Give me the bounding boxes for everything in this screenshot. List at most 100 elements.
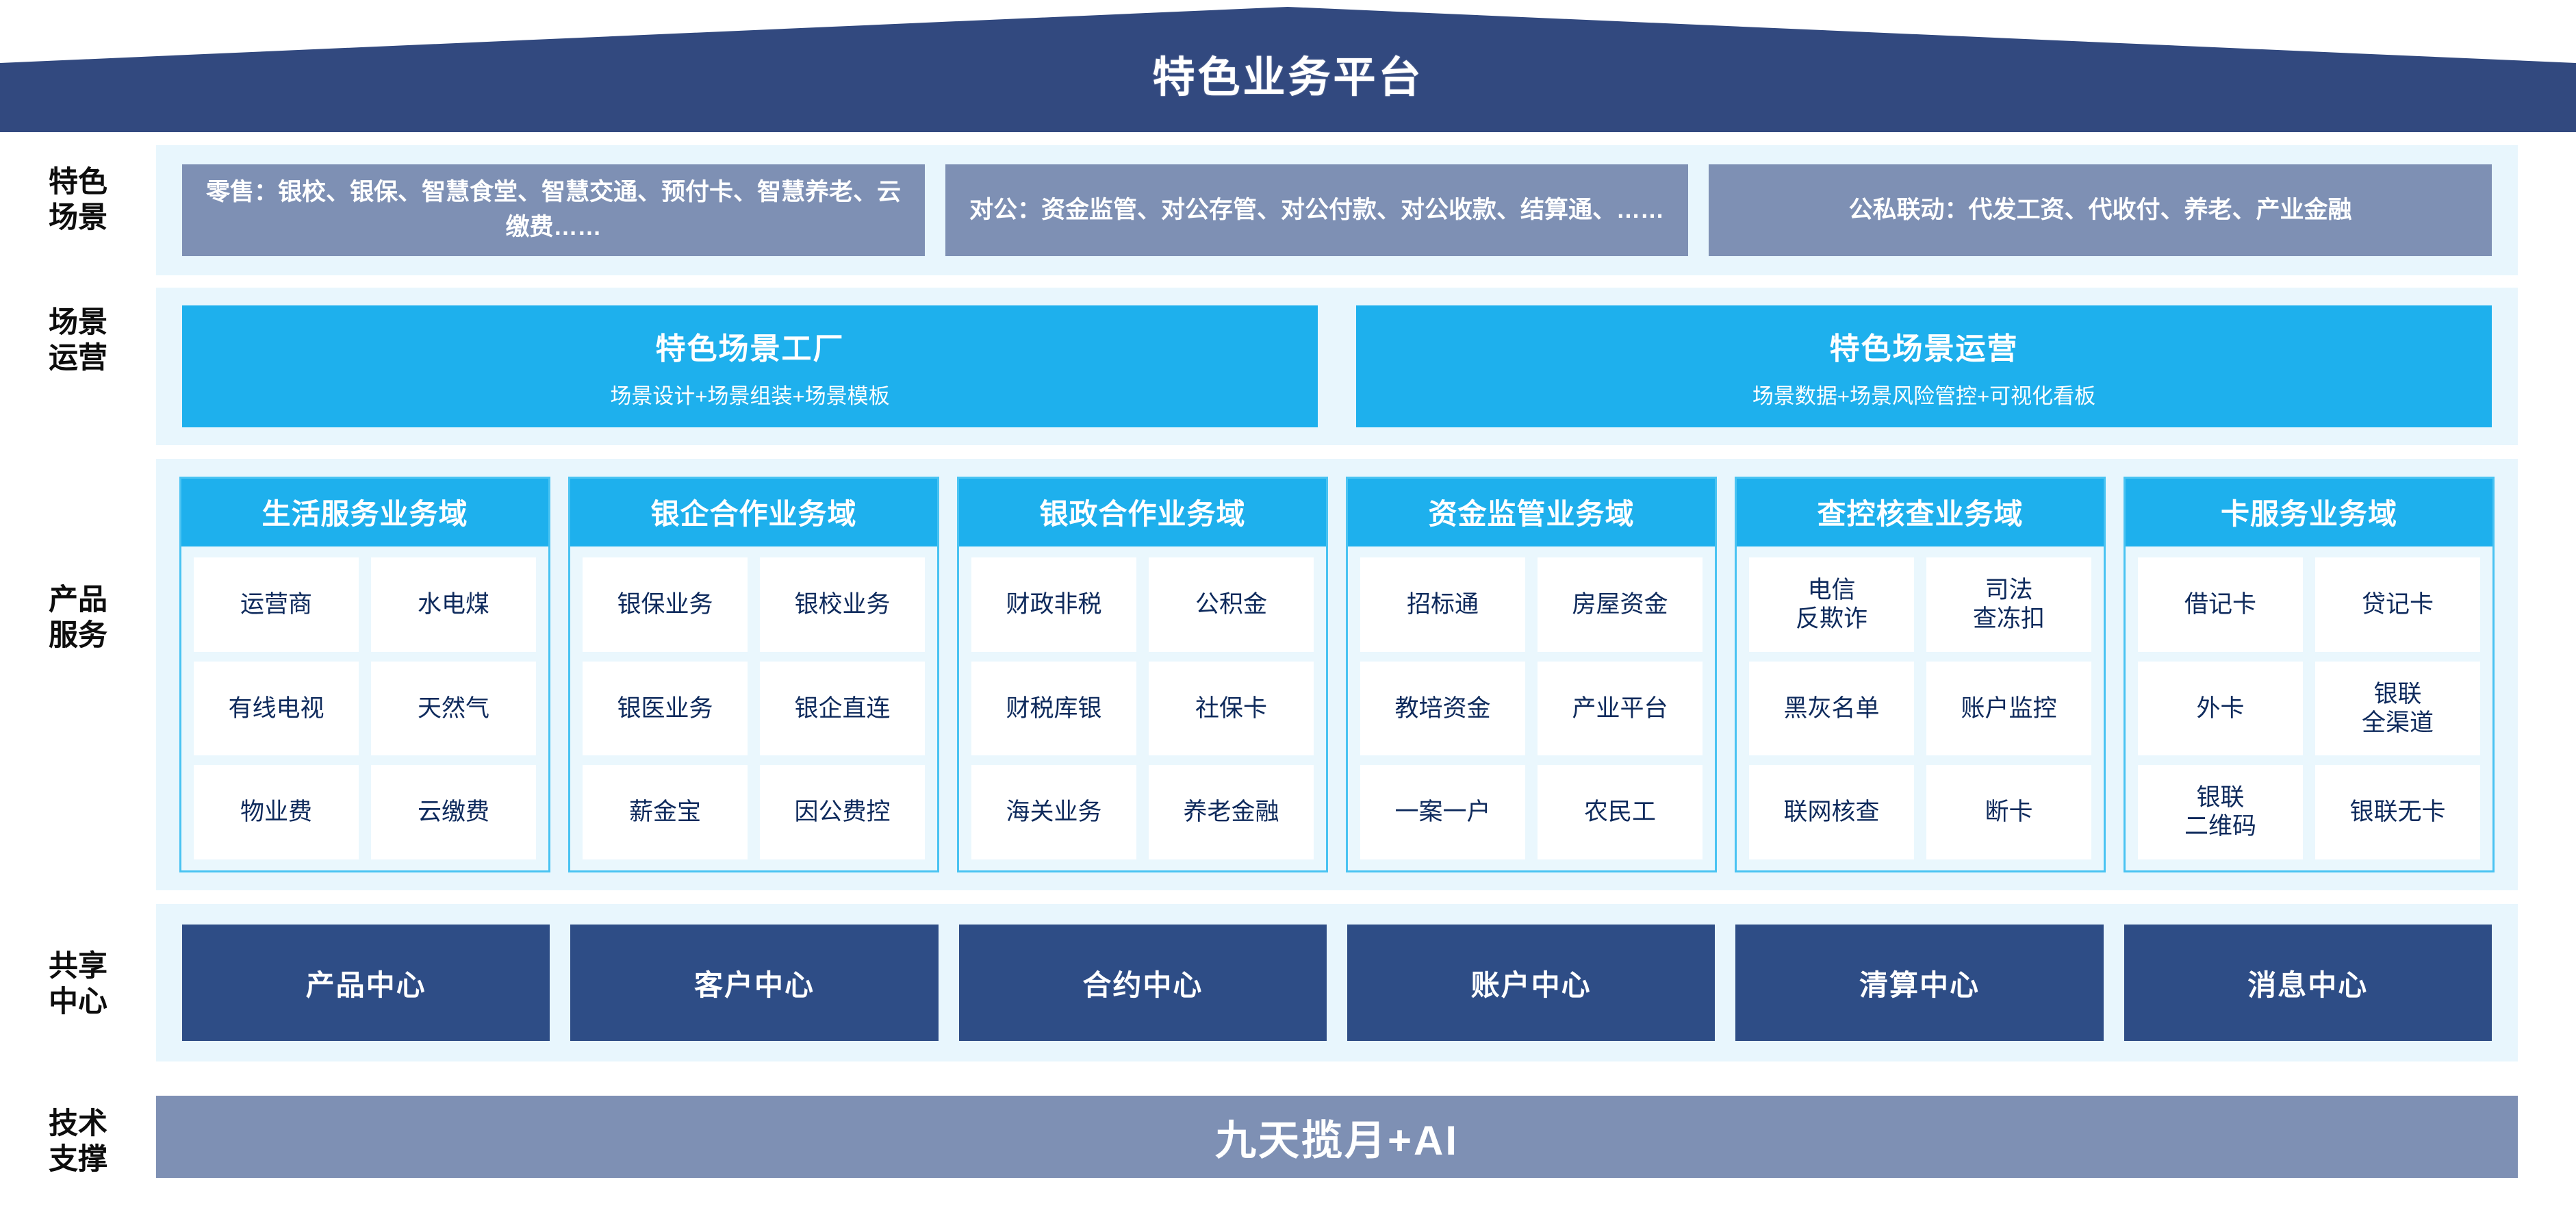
domain-cell-row: 财政非税 公积金	[971, 557, 1314, 652]
domain-cell[interactable]: 财政非税	[971, 557, 1136, 652]
domain-column-card-service[interactable]: 卡服务业务域 借记卡 贷记卡 外卡 银联 全渠道 银联 二维码 银联无卡	[2124, 477, 2495, 872]
domain-cell-row: 借记卡 贷记卡	[2138, 557, 2480, 652]
shared-center-contract[interactable]: 合约中心	[958, 925, 1327, 1041]
shared-center-customer[interactable]: 客户中心	[570, 925, 939, 1041]
domain-cell[interactable]: 天然气	[371, 661, 536, 756]
domain-cell[interactable]: 因公费控	[760, 765, 925, 860]
scene-box-linkage[interactable]: 公私联动：代发工资、代收付、养老、产业金融	[1709, 164, 2492, 256]
domain-cell[interactable]: 银企直连	[760, 661, 925, 756]
domain-cell-row: 海关业务 养老金融	[971, 765, 1314, 860]
page-title: 特色业务平台	[1152, 54, 1424, 101]
domain-column-life-service[interactable]: 生活服务业务域 运营商 水电煤 有线电视 天然气 物业费 云缴费	[179, 477, 550, 872]
rail-label-scene: 特色场景	[49, 166, 107, 235]
domain-cell[interactable]: 海关业务	[971, 765, 1136, 860]
shared-center-message[interactable]: 消息中心	[2124, 925, 2492, 1041]
domain-cell[interactable]: 账户监控	[1926, 661, 2091, 756]
domain-title: 银政合作业务域	[959, 479, 1326, 546]
product-service-band: 生活服务业务域 运营商 水电煤 有线电视 天然气 物业费 云缴费	[156, 459, 2518, 890]
domain-cell-row: 外卡 银联 全渠道	[2138, 661, 2480, 756]
domain-title: 资金监管业务域	[1348, 479, 1715, 546]
domain-cell[interactable]: 有线电视	[194, 661, 359, 756]
domain-cell[interactable]: 一案一户	[1360, 765, 1525, 860]
domain-cell[interactable]: 断卡	[1926, 765, 2091, 860]
shared-center-account[interactable]: 账户中心	[1347, 925, 1716, 1041]
domain-cell[interactable]: 云缴费	[371, 765, 536, 860]
domain-cell[interactable]: 水电煤	[371, 557, 536, 652]
operation-box-scene-factory[interactable]: 特色场景工厂 场景设计+场景组装+场景模板	[182, 305, 1318, 427]
operation-title: 特色场景运营	[1829, 331, 2019, 366]
domain-cell[interactable]: 农民工	[1538, 765, 1703, 860]
domain-cell[interactable]: 外卡	[2138, 661, 2303, 756]
scene-box-corporate[interactable]: 对公：资金监管、对公存管、对公付款、对公收款、结算通、……	[945, 164, 1688, 256]
domain-cell-grid: 银保业务 银校业务 银医业务 银企直连 薪金宝 因公费控	[570, 546, 937, 870]
domain-cell[interactable]: 借记卡	[2138, 557, 2303, 652]
domain-title: 查控核查业务域	[1737, 479, 2104, 546]
domain-cell[interactable]: 招标通	[1360, 557, 1525, 652]
domain-cell-row: 银联 二维码 银联无卡	[2138, 765, 2480, 860]
domain-cell[interactable]: 银联 二维码	[2138, 765, 2303, 860]
domain-column-investigation-control[interactable]: 查控核查业务域 电信 反欺诈 司法 查冻扣 黑灰名单 账户监控 联网核查 断卡	[1735, 477, 2106, 872]
domain-cell[interactable]: 银医业务	[583, 661, 748, 756]
domain-cell[interactable]: 物业费	[194, 765, 359, 860]
domain-cell[interactable]: 薪金宝	[583, 765, 748, 860]
domain-cell[interactable]: 联网核查	[1749, 765, 1914, 860]
scene-band: 零售：银校、银保、智慧食堂、智慧交通、预付卡、智慧养老、云缴费…… 对公：资金监…	[156, 145, 2518, 275]
domain-cell[interactable]: 银联无卡	[2315, 765, 2480, 860]
domain-cell-grid: 招标通 房屋资金 教培资金 产业平台 一案一户 农民工	[1348, 546, 1715, 870]
domain-cell[interactable]: 运营商	[194, 557, 359, 652]
domain-cell-row: 黑灰名单 账户监控	[1749, 661, 2091, 756]
tech-support-band[interactable]: 九天揽月+AI	[156, 1096, 2518, 1178]
domain-cell-row: 银医业务 银企直连	[583, 661, 925, 756]
shared-center-band: 产品中心 客户中心 合约中心 账户中心 清算中心 消息中心	[156, 904, 2518, 1061]
shared-center-product[interactable]: 产品中心	[182, 925, 550, 1041]
domain-cell[interactable]: 公积金	[1149, 557, 1314, 652]
domain-cell[interactable]: 养老金融	[1149, 765, 1314, 860]
domain-cell[interactable]: 产业平台	[1538, 661, 1703, 756]
domain-cell[interactable]: 财税库银	[971, 661, 1136, 756]
domain-column-fund-supervision[interactable]: 资金监管业务域 招标通 房屋资金 教培资金 产业平台 一案一户 农民工	[1346, 477, 1717, 872]
domain-cell-row: 物业费 云缴费	[194, 765, 536, 860]
shared-center-clearing[interactable]: 清算中心	[1735, 925, 2104, 1041]
domain-cell-row: 教培资金 产业平台	[1360, 661, 1703, 756]
rail-label-tech: 技术支撑	[49, 1107, 107, 1177]
domain-title: 银企合作业务域	[570, 479, 937, 546]
domain-title: 生活服务业务域	[181, 479, 548, 546]
domain-cell[interactable]: 黑灰名单	[1749, 661, 1914, 756]
operation-box-scene-operation[interactable]: 特色场景运营 场景数据+场景风险管控+可视化看板	[1356, 305, 2492, 427]
domain-cell-row: 联网核查 断卡	[1749, 765, 2091, 860]
domain-cell[interactable]: 电信 反欺诈	[1749, 557, 1914, 652]
scene-box-retail[interactable]: 零售：银校、银保、智慧食堂、智慧交通、预付卡、智慧养老、云缴费……	[182, 164, 925, 256]
operation-band: 特色场景工厂 场景设计+场景组装+场景模板 特色场景运营 场景数据+场景风险管控…	[156, 288, 2518, 445]
rail-label-share: 共享中心	[49, 950, 107, 1019]
rail-label-operation: 场景运营	[49, 306, 107, 375]
operation-title: 特色场景工厂	[655, 331, 845, 366]
domain-cell[interactable]: 银保业务	[583, 557, 748, 652]
rail-label-product: 产品服务	[49, 583, 107, 653]
domain-cell-row: 薪金宝 因公费控	[583, 765, 925, 860]
domain-cell-row: 财税库银 社保卡	[971, 661, 1314, 756]
domain-cell-row: 电信 反欺诈 司法 查冻扣	[1749, 557, 2091, 652]
domain-title: 卡服务业务域	[2126, 479, 2492, 546]
domain-cell[interactable]: 司法 查冻扣	[1926, 557, 2091, 652]
domain-cell-grid: 借记卡 贷记卡 外卡 银联 全渠道 银联 二维码 银联无卡	[2126, 546, 2492, 870]
domain-cell-row: 有线电视 天然气	[194, 661, 536, 756]
domain-cell-grid: 电信 反欺诈 司法 查冻扣 黑灰名单 账户监控 联网核查 断卡	[1737, 546, 2104, 870]
domain-cell-row: 招标通 房屋资金	[1360, 557, 1703, 652]
domain-cell-grid: 运营商 水电煤 有线电视 天然气 物业费 云缴费	[181, 546, 548, 870]
domain-column-bank-enterprise[interactable]: 银企合作业务域 银保业务 银校业务 银医业务 银企直连 薪金宝 因公费控	[568, 477, 939, 872]
domain-cell[interactable]: 贷记卡	[2315, 557, 2480, 652]
domain-cell[interactable]: 教培资金	[1360, 661, 1525, 756]
left-label-rail: 特色场景 场景运营 产品服务 共享中心 技术支撑	[0, 137, 156, 1232]
domain-cell[interactable]: 银校业务	[760, 557, 925, 652]
domain-column-bank-government[interactable]: 银政合作业务域 财政非税 公积金 财税库银 社保卡 海关业务 养老金融	[957, 477, 1328, 872]
domain-cell-row: 运营商 水电煤	[194, 557, 536, 652]
domain-cell-row: 银保业务 银校业务	[583, 557, 925, 652]
domain-cell[interactable]: 社保卡	[1149, 661, 1314, 756]
domain-cell-grid: 财政非税 公积金 财税库银 社保卡 海关业务 养老金融	[959, 546, 1326, 870]
operation-subtitle: 场景数据+场景风险管控+可视化看板	[1752, 384, 2096, 408]
domain-cell[interactable]: 房屋资金	[1538, 557, 1703, 652]
operation-subtitle: 场景设计+场景组装+场景模板	[610, 384, 890, 408]
domain-cell[interactable]: 银联 全渠道	[2315, 661, 2480, 756]
platform-roof-banner: 特色业务平台	[0, 0, 2576, 137]
